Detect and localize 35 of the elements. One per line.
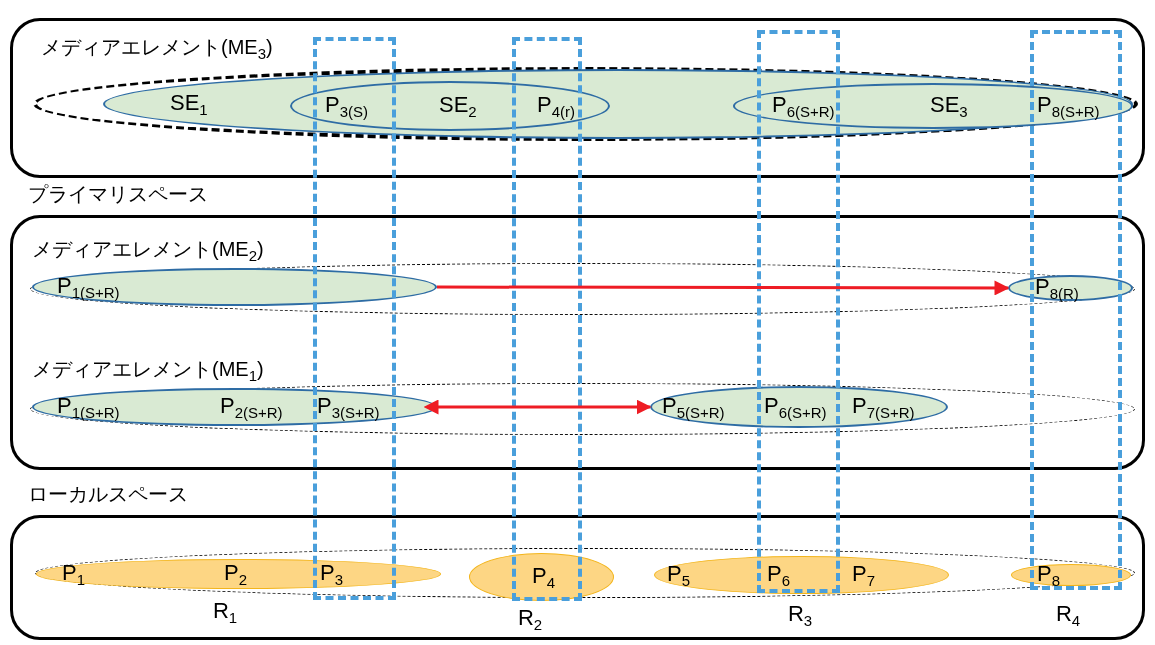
node-label: SE$_{1}$ bbox=[170, 91, 208, 117]
region-label: R$_{1}$ bbox=[212, 600, 238, 625]
node-label: P$_{6(S+R)}$ bbox=[764, 394, 827, 420]
node-label: P$_{1(S+R)}$ bbox=[57, 274, 120, 300]
region-label: R$_{3}$ bbox=[787, 603, 813, 628]
node-label: P$_{8(S+R)}$ bbox=[1037, 93, 1100, 119]
node-label: SE$_{3}$ bbox=[930, 93, 968, 119]
group-title: メディアエレメント(ME$_{3}$) bbox=[41, 37, 273, 61]
node-label: SE$_{2}$ bbox=[439, 93, 477, 119]
rounded-panel bbox=[10, 18, 1145, 178]
region-label: R$_{2}$ bbox=[517, 607, 543, 632]
node-label: P$_{3(S+R)}$ bbox=[317, 394, 380, 420]
arrow bbox=[423, 399, 652, 415]
node-label: P$_{6}$ bbox=[767, 562, 791, 588]
node-label: P$_{4(r)}$ bbox=[537, 93, 575, 119]
group-title: メディアエレメント(ME$_{1}$) bbox=[32, 359, 264, 383]
node-label: P$_{6(S+R)}$ bbox=[772, 93, 835, 119]
node-label: P$_{2(S+R)}$ bbox=[220, 394, 283, 420]
node-label: P$_{1(S+R)}$ bbox=[57, 394, 120, 420]
node-label: P$_{8(R)}$ bbox=[1035, 275, 1079, 301]
node-label: P$_{1}$ bbox=[62, 561, 86, 587]
arrow bbox=[437, 280, 1010, 296]
node-label: P$_{3(S)}$ bbox=[325, 93, 369, 119]
group-title: メディアエレメント(ME$_{2}$) bbox=[32, 239, 264, 263]
node-label: P$_{8}$ bbox=[1037, 562, 1061, 588]
node-label: P$_{7(S+R)}$ bbox=[852, 394, 915, 420]
node-label: P$_{3}$ bbox=[320, 561, 344, 587]
node-label: P$_{5}$ bbox=[667, 562, 691, 588]
node-label: P$_{7}$ bbox=[852, 562, 876, 588]
region-label: R$_{4}$ bbox=[1055, 603, 1081, 628]
section-heading: プライマリスペース bbox=[28, 184, 208, 204]
section-heading: ローカルスペース bbox=[28, 484, 188, 504]
node-label: P$_{2}$ bbox=[224, 561, 248, 587]
node-label: P$_{4}$ bbox=[532, 564, 556, 590]
node-label: P$_{5(S+R)}$ bbox=[662, 394, 725, 420]
